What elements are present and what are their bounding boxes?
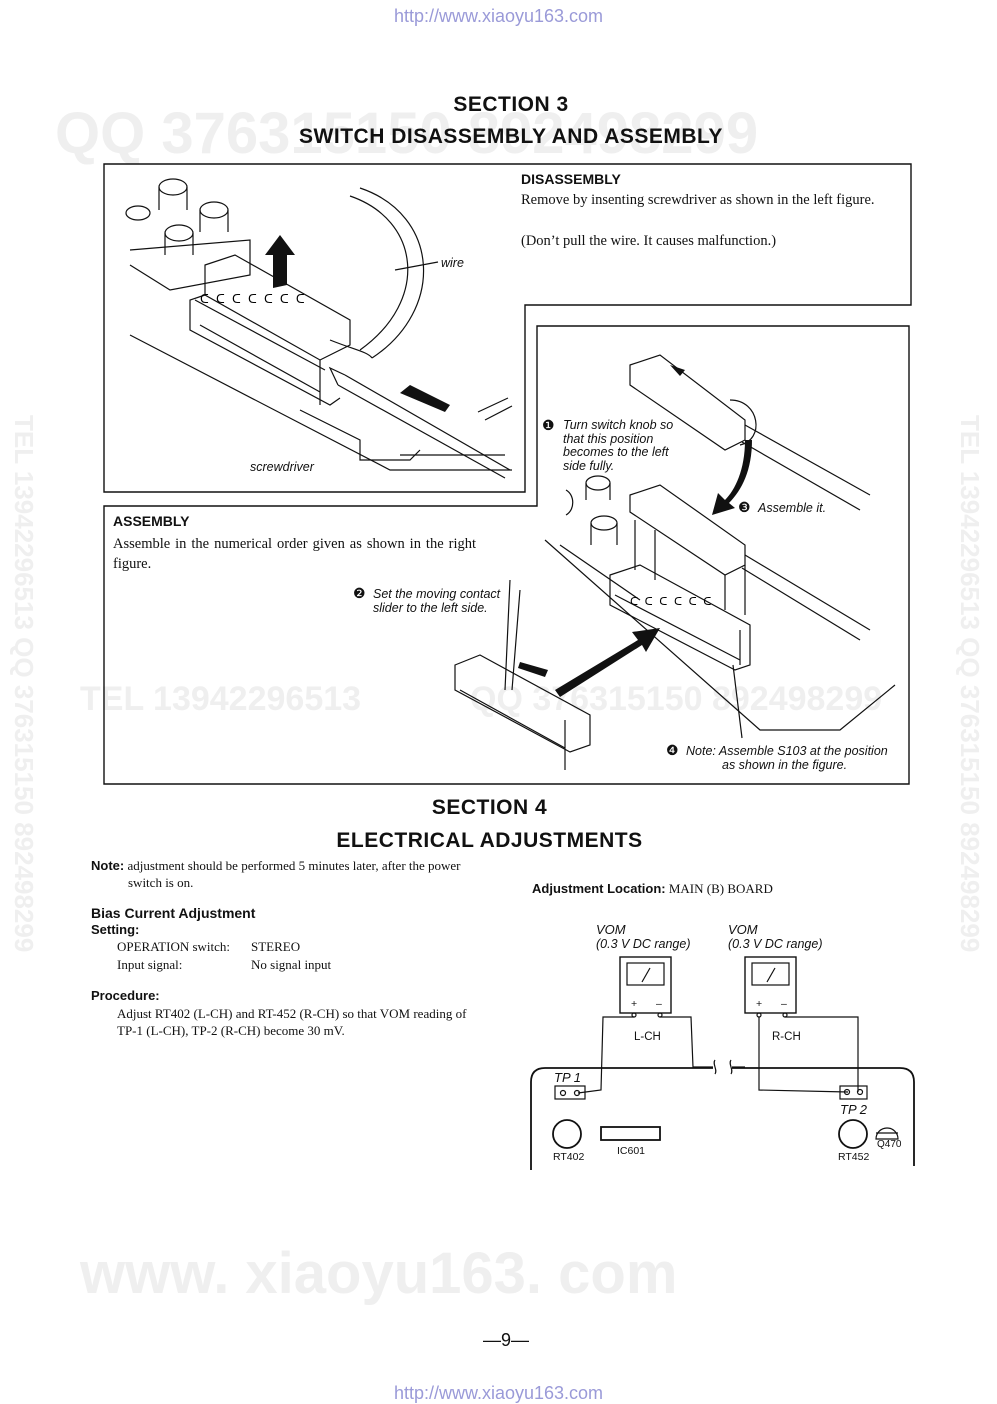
step2-number: ❷ <box>353 585 366 601</box>
step2-text-1: Set the moving contact <box>373 587 501 601</box>
footer-url[interactable]: http://www.xiaoyu163.com <box>393 1383 604 1403</box>
watermark-tel-mid: TEL 13942296513 <box>80 680 362 718</box>
step1-text-1: Turn switch knob so <box>563 418 674 432</box>
assembly-heading: ASSEMBLY <box>113 513 190 529</box>
assembly-text: Assemble in the numerical order given as… <box>113 536 476 572</box>
step1-text-2: that this position <box>563 432 654 446</box>
procedure-text-1: Adjust RT402 (L-CH) and RT-452 (R-CH) so… <box>117 1006 467 1021</box>
label-screwdriver: screwdriver <box>250 460 314 474</box>
vom-right-label: VOM <box>728 922 758 937</box>
setting-row-1-key: OPERATION switch: <box>117 939 231 954</box>
watermark-side-right: TEL 13942296513 QQ 376315150 892498299 <box>955 415 985 953</box>
disassembly-heading: DISASSEMBLY <box>521 171 621 187</box>
step1-number: ❶ <box>542 417 555 433</box>
vom-right-minus: – <box>781 998 787 1010</box>
setting-row-1-value: STEREO <box>251 939 301 954</box>
section3-figure: ᑕ ᑕ ᑕ ᑕ ᑕ ᑕ ᑕ ᑕ ᑕ ᑕ ᑕ ᑕ ᑕ <box>103 163 912 785</box>
switch-frame: ᑕ ᑕ ᑕ ᑕ ᑕ ᑕ <box>609 564 751 671</box>
q470-label: Q470 <box>877 1139 902 1150</box>
disassembly-line1: Remove by insenting screwdriver as shown… <box>521 192 875 208</box>
knob-cylinders-left <box>125 178 251 291</box>
tp2-label: TP 2 <box>840 1102 867 1117</box>
rt452-label: RT452 <box>838 1151 870 1163</box>
step4-number: ❹ <box>666 742 679 758</box>
step3-number: ❸ <box>738 499 751 515</box>
vom-left-label: VOM <box>596 922 626 937</box>
watermark-qq-top: QQ 376315150 892498299 <box>55 101 759 166</box>
note-line1: Note: adjustment should be performed 5 m… <box>91 857 496 874</box>
setting-row-2-key: Input signal: <box>117 957 183 972</box>
note-text-2: switch is on. <box>128 875 194 890</box>
switch-step3 <box>629 484 871 641</box>
vom-right-plus: + <box>756 998 763 1010</box>
watermark-www-bottom: www. xiaoyu163. com <box>80 1241 678 1306</box>
section4-number: SECTION 4 <box>431 796 548 819</box>
vom-right-range: (0.3 V DC range) <box>728 937 823 951</box>
step1-text-4: side fully. <box>563 459 615 473</box>
svg-text:ᑕ ᑕ ᑕ ᑕ ᑕ ᑕ ᑕ: ᑕ ᑕ ᑕ ᑕ ᑕ ᑕ ᑕ <box>200 292 305 306</box>
procedure-label: Procedure: <box>91 988 160 1003</box>
setting-row-2-value: No signal input <box>251 957 332 972</box>
rt402-label: RT402 <box>553 1151 585 1163</box>
vom-left-plus: + <box>631 998 638 1010</box>
vom-left-range: (0.3 V DC range) <box>596 937 691 951</box>
ic601-label: IC601 <box>617 1145 646 1157</box>
step3-text: Assemble it. <box>758 501 827 515</box>
adjustment-location: Adjustment Location: MAIN (B) BOARD <box>532 881 773 897</box>
bias-heading: Bias Current Adjustment <box>91 905 256 921</box>
step2-text-2: slider to the left side. <box>373 601 488 615</box>
svg-text:ᑕ ᑕ ᑕ ᑕ ᑕ ᑕ: ᑕ ᑕ ᑕ ᑕ ᑕ ᑕ <box>630 595 711 608</box>
header-url[interactable]: http://www.xiaoyu163.com <box>393 6 604 26</box>
note-label: Note: <box>91 858 125 873</box>
vom-left-minus: – <box>656 998 662 1010</box>
section3-number: SECTION 3 <box>453 93 569 116</box>
section3-title: SWITCH DISASSEMBLY AND ASSEMBLY <box>299 125 723 148</box>
disassembly-line2: (Don’t pull the wire. It causes malfunct… <box>521 233 777 249</box>
page-number: —9— <box>482 1330 529 1350</box>
lch-label: L-CH <box>634 1031 661 1043</box>
section4-title: ELECTRICAL ADJUSTMENTS <box>336 829 643 852</box>
note-text-1: adjustment should be performed 5 minutes… <box>127 858 461 873</box>
step1-text-3: becomes to the left <box>563 445 669 459</box>
step4-text-1: Note: Assemble S103 at the position <box>686 744 888 758</box>
location-label: Adjustment Location: <box>532 881 666 896</box>
setting-label: Setting: <box>91 922 140 937</box>
tp1-label: TP 1 <box>554 1070 581 1085</box>
location-value: MAIN (B) BOARD <box>668 881 773 896</box>
watermark-side-left: TEL 13942296513 QQ 376315150 892498299 <box>9 415 39 953</box>
label-wire: wire <box>441 256 464 270</box>
step4-text-2: as shown in the figure. <box>722 758 848 772</box>
slider-step2 <box>454 579 591 770</box>
procedure-text-2: TP-1 (L-CH), TP-2 (R-CH) become 30 mV. <box>117 1023 345 1038</box>
rch-label: R-CH <box>772 1031 801 1043</box>
switch-body-left: ᑕ ᑕ ᑕ ᑕ ᑕ ᑕ ᑕ <box>189 254 351 406</box>
